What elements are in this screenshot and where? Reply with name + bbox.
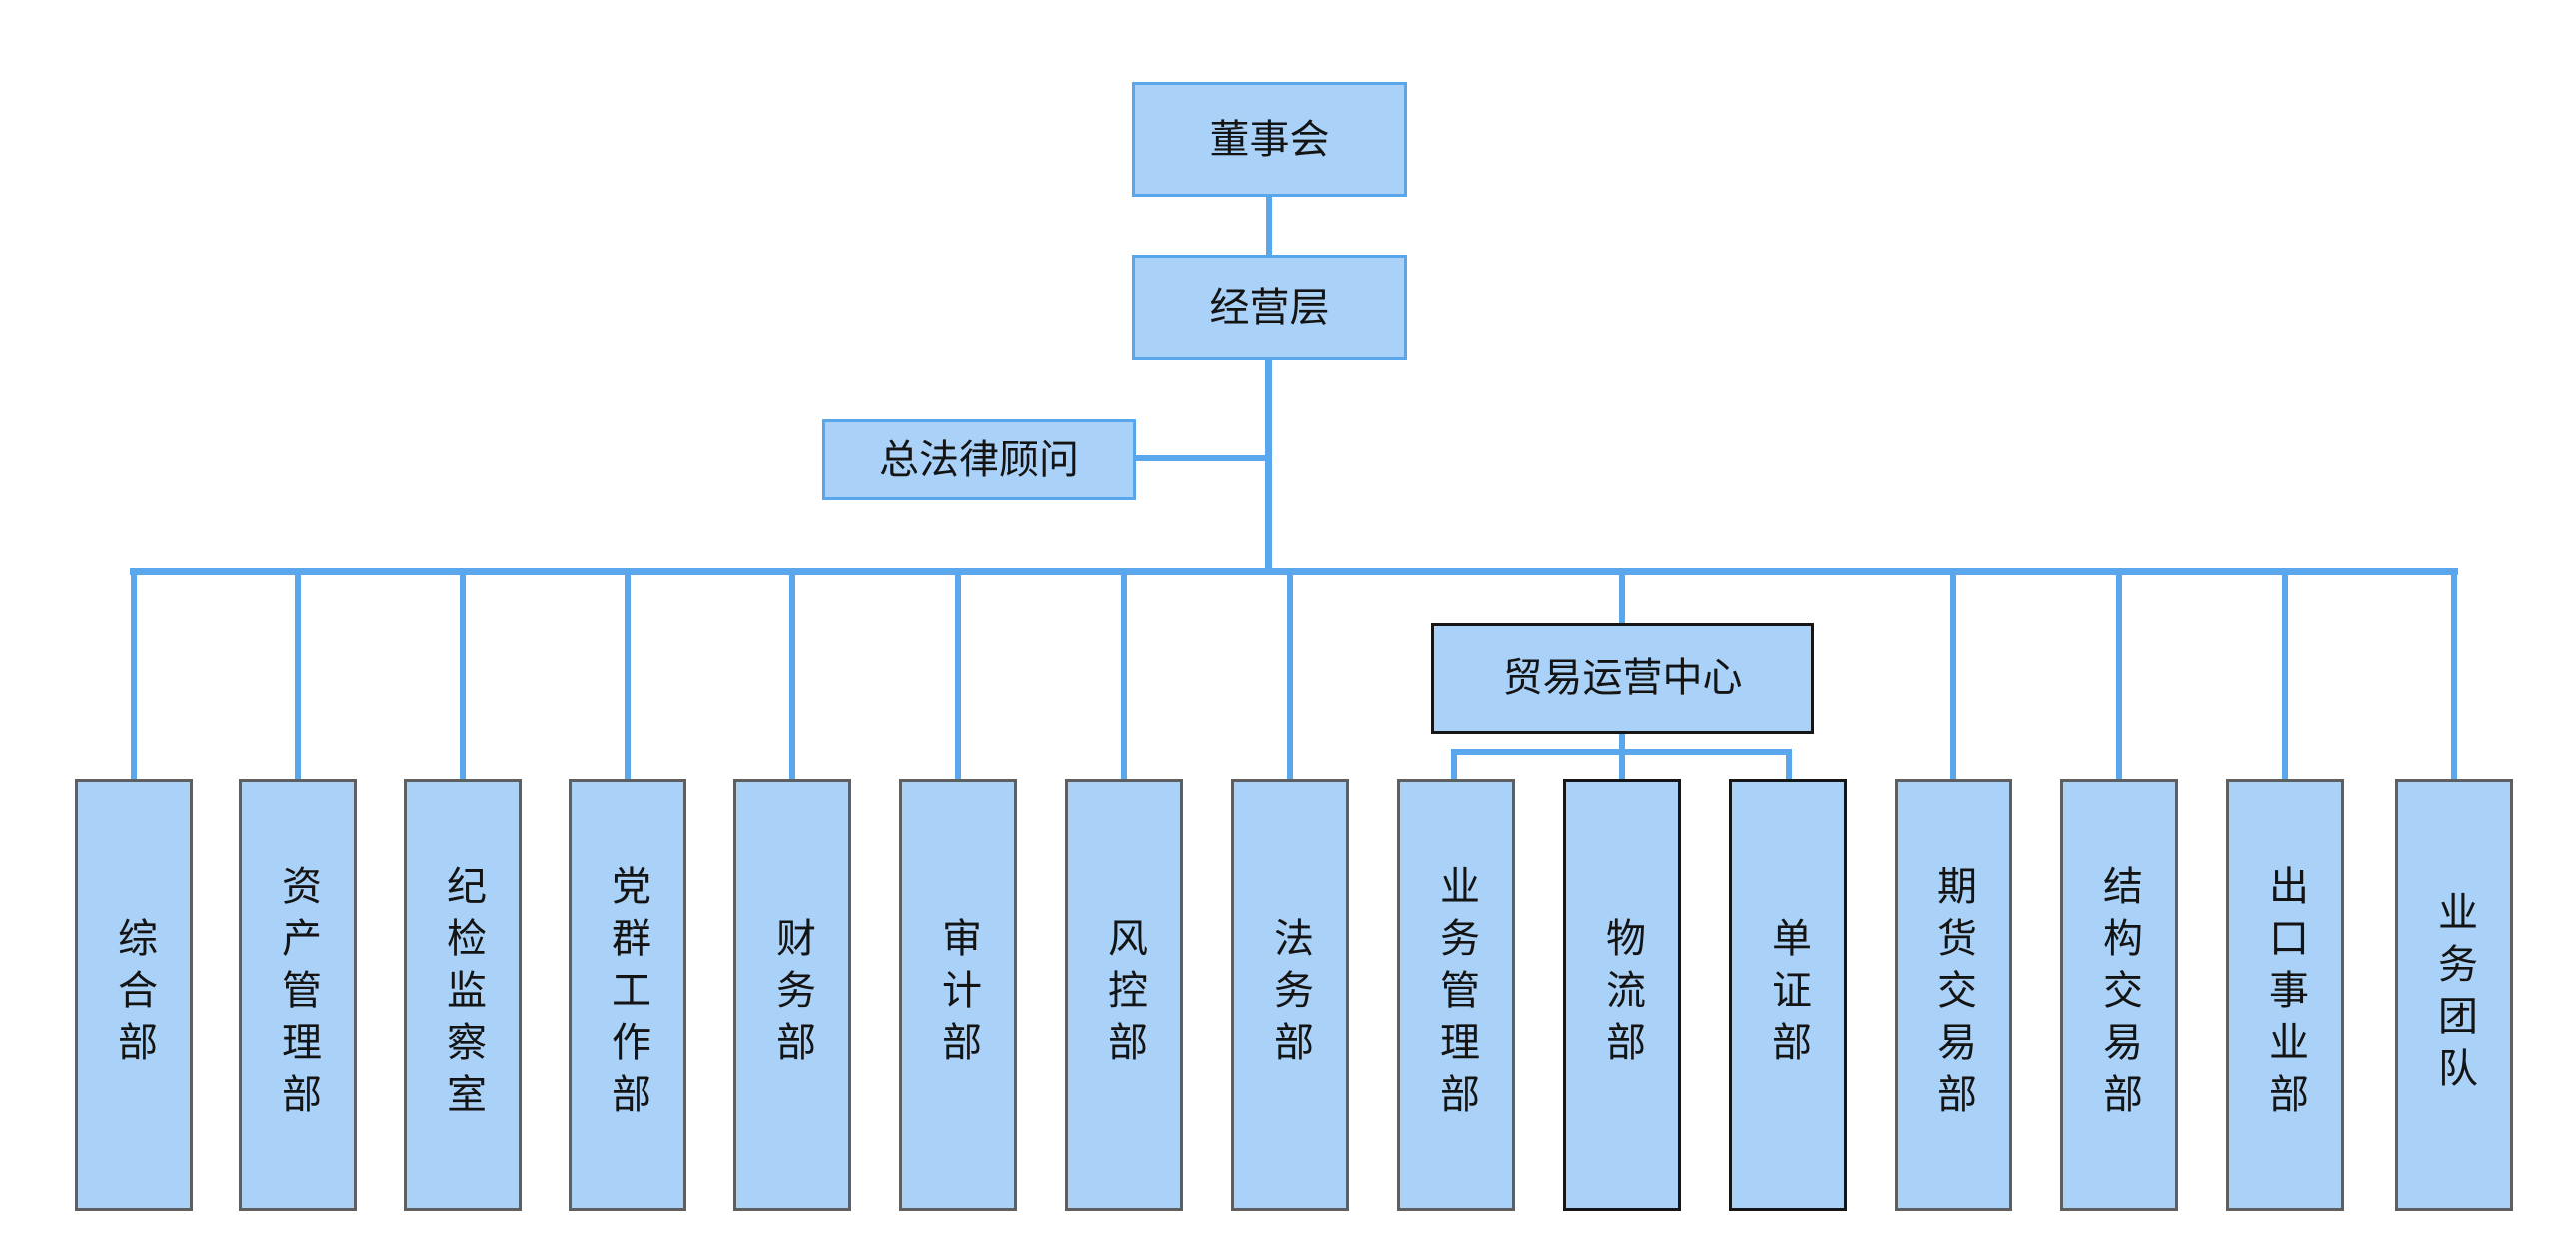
connector-drop-dept-1 xyxy=(131,570,137,779)
dept-business-management-label: 业务管理部 xyxy=(1433,865,1479,1125)
connector-drop-dept-15 xyxy=(2451,570,2457,779)
dept-discipline-inspection: 纪检监察室 xyxy=(404,779,522,1211)
connector-drop-dept-12 xyxy=(1950,570,1956,779)
dept-general-label: 综合部 xyxy=(111,917,157,1073)
connector-trade-drop-right xyxy=(1786,749,1792,779)
dept-discipline-inspection-label: 纪检监察室 xyxy=(440,865,486,1125)
dept-party-masses: 党群工作部 xyxy=(569,779,686,1211)
dept-legal-affairs-label: 法务部 xyxy=(1267,917,1313,1073)
dept-documentation: 单证部 xyxy=(1729,779,1847,1211)
dept-documentation-label: 单证部 xyxy=(1765,917,1811,1073)
connector-trade-drop-left xyxy=(1451,749,1457,779)
connector-counsel-link xyxy=(1136,455,1269,461)
org-node-general-counsel-label: 总法律顾问 xyxy=(879,436,1079,483)
connector-drop-dept-7 xyxy=(1121,570,1127,779)
connector-trunk xyxy=(1265,358,1272,573)
dept-futures-trading-label: 期货交易部 xyxy=(1931,865,1976,1125)
connector-main-rail xyxy=(130,568,2458,575)
org-node-trade-operations-center: 贸易运营中心 xyxy=(1431,623,1814,734)
dept-structured-trading-label: 结构交易部 xyxy=(2096,865,2142,1125)
dept-business-team: 业务团队 xyxy=(2395,779,2513,1211)
dept-general: 综合部 xyxy=(75,779,193,1211)
dept-party-masses-label: 党群工作部 xyxy=(605,865,650,1125)
dept-business-management: 业务管理部 xyxy=(1397,779,1515,1211)
dept-legal-affairs: 法务部 xyxy=(1231,779,1349,1211)
dept-audit: 审计部 xyxy=(899,779,1017,1211)
org-node-trade-operations-center-label: 贸易运营中心 xyxy=(1502,655,1743,701)
dept-structured-trading: 结构交易部 xyxy=(2060,779,2178,1211)
org-node-board-label: 董事会 xyxy=(1209,116,1330,163)
dept-audit-label: 审计部 xyxy=(935,917,981,1073)
connector-drop-trade-center xyxy=(1619,570,1625,625)
dept-logistics: 物流部 xyxy=(1563,779,1681,1211)
connector-drop-dept-4 xyxy=(625,570,631,779)
org-node-board: 董事会 xyxy=(1132,82,1407,197)
connector-trade-stub xyxy=(1619,734,1625,754)
dept-logistics-label: 物流部 xyxy=(1599,917,1645,1073)
connector-drop-dept-6 xyxy=(955,570,961,779)
connector-drop-dept-2 xyxy=(295,570,301,779)
dept-export-division: 出口事业部 xyxy=(2226,779,2344,1211)
dept-finance: 财务部 xyxy=(733,779,851,1211)
dept-futures-trading: 期货交易部 xyxy=(1895,779,2012,1211)
dept-risk-control: 风控部 xyxy=(1065,779,1183,1211)
connector-drop-dept-14 xyxy=(2282,570,2288,779)
dept-finance-label: 财务部 xyxy=(769,917,815,1073)
dept-export-division-label: 出口事业部 xyxy=(2262,865,2308,1125)
org-node-general-counsel: 总法律顾问 xyxy=(822,419,1136,500)
dept-risk-control-label: 风控部 xyxy=(1101,917,1147,1073)
connector-trade-drop-middle xyxy=(1619,749,1625,779)
connector-drop-dept-3 xyxy=(460,570,466,779)
connector-drop-dept-8 xyxy=(1287,570,1293,779)
connector-drop-dept-5 xyxy=(789,570,795,779)
dept-asset-management-label: 资产管理部 xyxy=(275,865,321,1125)
org-node-management-label: 经营层 xyxy=(1209,284,1330,331)
dept-business-team-label: 业务团队 xyxy=(2431,891,2477,1099)
connector-drop-dept-13 xyxy=(2116,570,2122,779)
org-node-management: 经营层 xyxy=(1132,255,1407,360)
connector-root-management xyxy=(1266,196,1272,256)
dept-asset-management: 资产管理部 xyxy=(239,779,357,1211)
